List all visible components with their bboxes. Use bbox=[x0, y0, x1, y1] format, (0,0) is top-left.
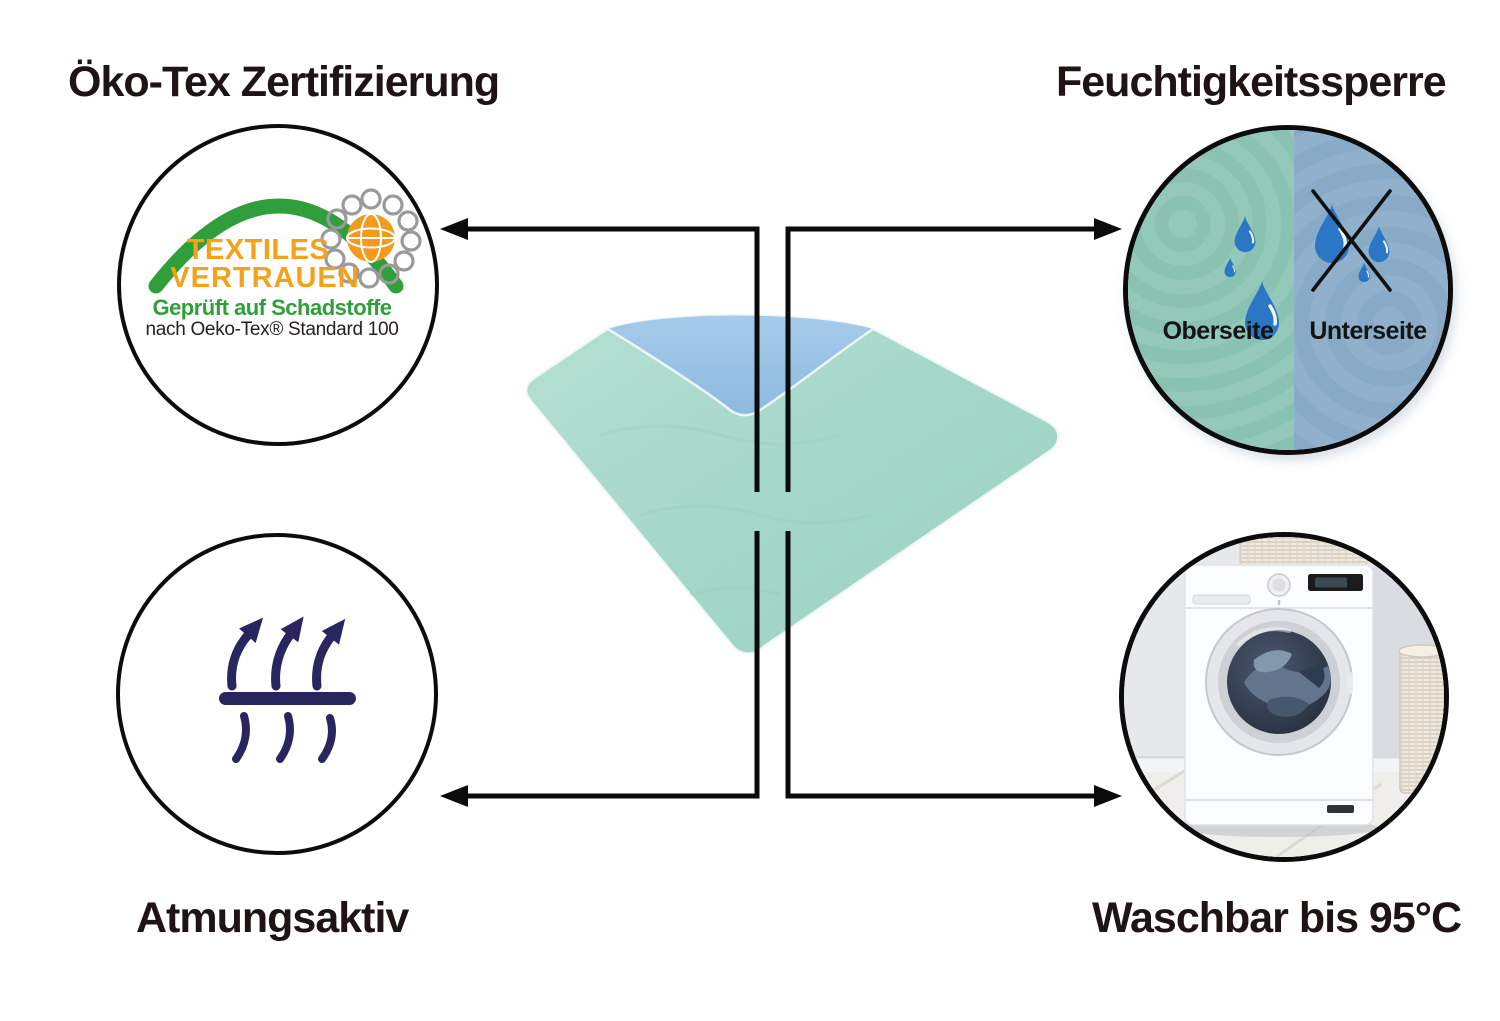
oekotex-logo-word-textiles: TEXTILES bbox=[186, 234, 330, 266]
pad-underside-swatch bbox=[1294, 130, 1448, 450]
oekotex-logo-standard: nach Oeko-Tex® Standard 100 bbox=[145, 319, 399, 340]
connector-right-bracket bbox=[785, 226, 1094, 799]
oekotex-logo-tagline: Geprüft auf Schadstoffe bbox=[152, 295, 392, 320]
washable-circle bbox=[1119, 532, 1449, 862]
oekotex-certification-circle: TEXTILES VERTRAUEN Geprüft auf Schadstof… bbox=[117, 124, 439, 446]
feature-title-moisture: Feuchtigkeitssperre bbox=[1056, 58, 1447, 106]
arrowhead-bottom-left bbox=[440, 785, 468, 807]
x-cross-icon bbox=[1311, 189, 1392, 292]
breathability-icon bbox=[219, 616, 356, 763]
breathability-circle bbox=[116, 533, 438, 855]
oeko-tex-flower-icon bbox=[320, 188, 422, 289]
oekotex-logo-word-vertrauen: VERTRAUEN bbox=[170, 262, 360, 294]
arrowhead-bottom-right bbox=[1094, 785, 1122, 807]
no-water-drops-icon bbox=[1311, 189, 1392, 292]
moisture-icons bbox=[1223, 189, 1392, 342]
label-oberseite: Oberseite bbox=[1162, 317, 1274, 345]
washing-machine-photo bbox=[1124, 537, 1444, 857]
arrowhead-top-right bbox=[1094, 218, 1122, 240]
bed-pad-image bbox=[525, 314, 1060, 655]
moisture-barrier-circle: Oberseite Unterseite bbox=[1123, 125, 1453, 455]
connector-left-bracket bbox=[452, 226, 760, 799]
oeko-tex-logo bbox=[148, 188, 422, 294]
feature-label-breathable: Atmungsaktiv bbox=[136, 894, 409, 942]
label-unterseite: Unterseite bbox=[1309, 317, 1427, 345]
feature-title-oekotex: Öko-Tex Zertifizierung bbox=[68, 58, 500, 106]
pad-top-side-swatch bbox=[1128, 130, 1294, 450]
feature-label-washable: Waschbar bis 95°C bbox=[1092, 894, 1462, 942]
arrowhead-top-left bbox=[440, 218, 468, 240]
